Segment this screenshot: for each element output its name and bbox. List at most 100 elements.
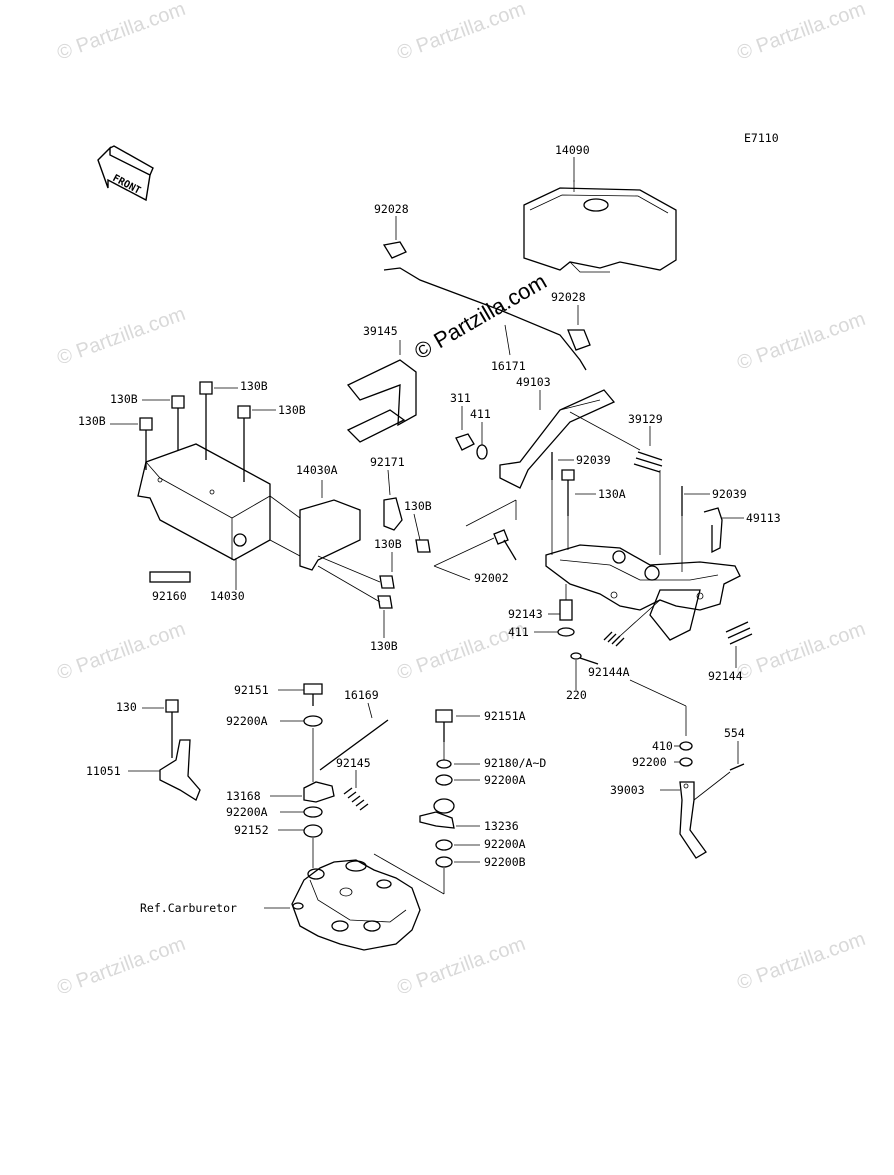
label-plate-92160: [149, 571, 191, 583]
label-16169: 16169: [344, 688, 379, 702]
watermark: © Partzilla.com: [394, 0, 528, 65]
label-92180: 92180/A~D: [484, 756, 546, 770]
label-92039-a: 92039: [576, 453, 611, 467]
bolt-130B-group: [139, 381, 251, 482]
label-311: 311: [450, 391, 471, 405]
washer-92200A-3: [435, 774, 453, 786]
clamp-92171: [383, 497, 403, 531]
label-92171: 92171: [370, 455, 405, 469]
washer-92200: [679, 757, 693, 767]
watermark: © Partzilla.com: [734, 0, 868, 65]
label-16171: 16171: [491, 359, 526, 373]
label-11051: 11051: [86, 764, 121, 778]
label-39129: 39129: [628, 412, 663, 426]
spring-92144A: [603, 599, 661, 647]
label-130B-3: 130B: [240, 379, 268, 393]
lever-39003: [679, 781, 707, 859]
spring-92145: [343, 787, 369, 811]
washer-410: [679, 741, 693, 751]
bolt-92151: [303, 683, 323, 706]
label-49103: 49103: [516, 375, 551, 389]
label-92151: 92151: [234, 683, 269, 697]
watermark: © Partzilla.com: [734, 308, 868, 375]
label-92200A-1: 92200A: [226, 714, 268, 728]
washer-92200A-2: [303, 806, 323, 818]
label-92002: 92002: [474, 571, 509, 585]
label-92144A: 92144A: [588, 665, 630, 679]
nut-311: [455, 433, 475, 451]
washer-411: [476, 444, 488, 460]
watermark: © Partzilla.com: [54, 933, 188, 1000]
front-arrow-icon: FRONT: [97, 145, 154, 202]
clip-92028-top: [382, 241, 407, 259]
label-92160: 92160: [152, 589, 187, 603]
collar-92143: [559, 599, 573, 621]
lever-13236: [419, 798, 455, 829]
label-130B-4: 130B: [278, 403, 306, 417]
bracket-11051: [159, 739, 201, 801]
diagram-code: E7110: [744, 131, 779, 145]
cover-14030: [137, 443, 271, 561]
label-39003: 39003: [610, 783, 645, 797]
label-92039-b: 92039: [712, 487, 747, 501]
carburetor-body: [291, 838, 421, 951]
label-92145: 92145: [336, 756, 371, 770]
label-92200B: 92200B: [484, 855, 526, 869]
bolt-130: [165, 699, 179, 758]
label-92200A-3: 92200A: [484, 773, 526, 787]
label-ref-carburetor: Ref.Carburetor: [140, 901, 237, 915]
label-92028-bottom: 92028: [551, 290, 586, 304]
bolt-130B-5: [415, 539, 431, 553]
label-130B-7: 130B: [370, 639, 398, 653]
washer-92200A-1: [303, 715, 323, 727]
label-130B-1: 130B: [78, 414, 106, 428]
watermark: © Partzilla.com: [734, 928, 868, 995]
watermark: © Partzilla.com: [54, 0, 188, 65]
clip-92028-bottom: [567, 329, 591, 351]
label-554: 554: [724, 726, 745, 740]
bracket-14030A: [269, 495, 361, 571]
bolt-92151A: [435, 709, 453, 742]
label-130B-6: 130B: [374, 537, 402, 551]
label-130B-5: 130B: [404, 499, 432, 513]
label-411-top: 411: [470, 407, 491, 421]
collar-92152: [303, 824, 323, 838]
watermark: © Partzilla.com: [394, 933, 528, 1000]
label-92151A: 92151A: [484, 709, 526, 723]
label-13168: 13168: [226, 789, 261, 803]
bolt-130A: [561, 469, 575, 516]
watermark: © Partzilla.com: [734, 618, 868, 685]
label-14030A: 14030A: [296, 463, 338, 477]
label-92144: 92144: [708, 669, 743, 683]
bolt-130B-6: [379, 575, 395, 589]
washer-92200A-4: [435, 839, 453, 851]
label-14090: 14090: [555, 143, 590, 157]
label-130: 130: [116, 700, 137, 714]
label-410: 410: [652, 739, 673, 753]
rod-16171: [383, 267, 587, 371]
cotter-pin-554: [729, 763, 745, 771]
label-92143: 92143: [508, 607, 543, 621]
part-39145: [346, 359, 417, 443]
label-130A: 130A: [598, 487, 626, 501]
spacer-92180: [436, 759, 452, 769]
bracket-49113: [703, 507, 723, 554]
washer-92200B: [435, 856, 453, 868]
watermark: © Partzilla.com: [54, 618, 188, 685]
label-49113: 49113: [746, 511, 781, 525]
label-39145: 39145: [363, 324, 398, 338]
label-411-bottom: 411: [508, 625, 529, 639]
label-92200: 92200: [632, 755, 667, 769]
rod-16169: [319, 719, 389, 771]
cover-14090: [523, 180, 677, 273]
label-13236: 13236: [484, 819, 519, 833]
bolt-130B-7: [377, 595, 393, 609]
washer-411-bottom: [557, 627, 575, 637]
label-14030: 14030: [210, 589, 245, 603]
label-92200A-4: 92200A: [484, 837, 526, 851]
lever-49103: [499, 389, 616, 489]
screw-220: [570, 652, 599, 665]
label-92152: 92152: [234, 823, 269, 837]
label-92028-top: 92028: [374, 202, 409, 216]
